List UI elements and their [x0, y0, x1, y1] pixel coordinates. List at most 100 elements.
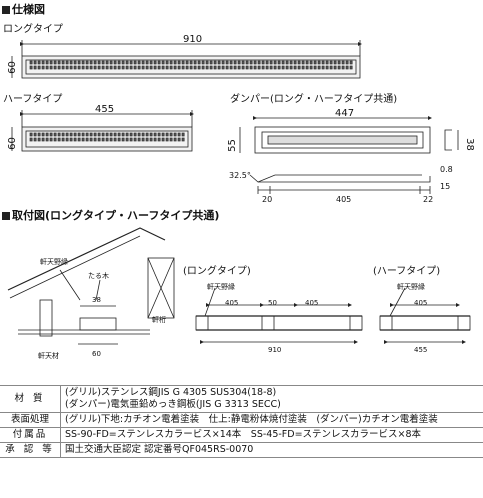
grille-slot — [157, 60, 161, 65]
spec-value: (グリル)ステンレス鋼JIS G 4305 SUS304(18-8) (ダンパー… — [60, 385, 483, 413]
grille-slot — [97, 132, 101, 137]
grille-slot — [153, 132, 157, 137]
damper-side-view — [444, 129, 452, 151]
grille-slot — [173, 65, 177, 70]
grille-slot — [217, 65, 221, 70]
square-bullet-icon — [2, 6, 10, 14]
grille-slot — [49, 137, 53, 142]
grille-slot — [141, 60, 145, 65]
grille-slot — [169, 132, 173, 137]
grille-slot — [321, 65, 325, 70]
grille-slot — [97, 60, 101, 65]
grille-slot — [165, 60, 169, 65]
long-type-label: ロングタイプ — [3, 24, 63, 35]
grille-slot — [37, 65, 41, 70]
grille-slot — [273, 65, 277, 70]
grille-slot — [157, 132, 161, 137]
grille-slot — [341, 65, 345, 70]
grille-slot — [185, 60, 189, 65]
grille-slot — [133, 132, 137, 137]
grille-slot — [273, 60, 277, 65]
spec-key: 表面処理 — [0, 412, 61, 428]
grille-slot — [61, 65, 65, 70]
grille-slot — [137, 137, 141, 142]
grille-slot — [61, 60, 65, 65]
grille-slot — [181, 60, 185, 65]
grille-slot — [45, 132, 49, 137]
grille-slot — [309, 60, 313, 65]
grille-slot — [125, 132, 129, 137]
grille-slot — [53, 132, 57, 137]
grille-slot — [149, 137, 153, 142]
install-half-eaves: 軒天野縁 — [397, 283, 425, 291]
grille-slot — [289, 60, 293, 65]
grille-slot — [65, 65, 69, 70]
spec-table: 材 質 (グリル)ステンレス鋼JIS G 4305 SUS304(18-8) (… — [0, 385, 483, 458]
damper-mid-dim: 405 — [336, 195, 352, 204]
damper-label: ダンパー(ロング・ハーフタイプ共通) — [230, 94, 398, 105]
grille-slot — [177, 60, 181, 65]
grille-slot — [73, 132, 77, 137]
grille-slot — [329, 60, 333, 65]
grille-slot — [85, 60, 89, 65]
grille-slot — [29, 132, 33, 137]
grille-slot — [69, 137, 73, 142]
grille-slot — [121, 65, 125, 70]
grille-slot — [157, 137, 161, 142]
square-bullet-icon — [2, 212, 10, 220]
grille-slot — [33, 132, 37, 137]
grille-slot — [161, 60, 165, 65]
grille-slot — [93, 60, 97, 65]
grille-slot — [185, 65, 189, 70]
grille-slot — [269, 65, 273, 70]
grille-slot — [85, 137, 89, 142]
grille-slot — [109, 137, 113, 142]
grille-slot — [289, 65, 293, 70]
grille-slot — [161, 137, 165, 142]
grille-slot — [113, 137, 117, 142]
grille-slot — [297, 60, 301, 65]
grille-slot — [85, 132, 89, 137]
grille-slot — [33, 137, 37, 142]
grille-slot — [121, 132, 125, 137]
grille-slot — [93, 132, 97, 137]
long-grille-slots — [29, 60, 353, 70]
grille-slot — [337, 65, 341, 70]
install-half-total: 455 — [414, 346, 428, 354]
grille-slot — [61, 132, 65, 137]
grille-slot — [133, 65, 137, 70]
grille-slot — [41, 65, 45, 70]
damper-thickness-2: 15 — [440, 182, 451, 191]
grille-slot — [93, 65, 97, 70]
half-grille-slots — [29, 132, 185, 142]
grille-slot — [89, 65, 93, 70]
grille-slot — [149, 65, 153, 70]
grille-slot — [105, 137, 109, 142]
grille-slot — [265, 65, 269, 70]
dim-38: 38 — [92, 296, 101, 304]
grille-slot — [109, 65, 113, 70]
grille-slot — [181, 132, 185, 137]
damper-section — [249, 174, 431, 183]
grille-slot — [241, 60, 245, 65]
grille-slot — [345, 65, 349, 70]
grille-slot — [245, 60, 249, 65]
grille-slot — [209, 60, 213, 65]
spec-section-title: 仕様図 — [2, 4, 45, 16]
grille-slot — [213, 60, 217, 65]
grille-slot — [281, 60, 285, 65]
grille-slot — [89, 132, 93, 137]
grille-slot — [45, 137, 49, 142]
grille-slot — [73, 137, 77, 142]
grille-in-soffit — [79, 317, 117, 331]
grille-slot — [189, 60, 193, 65]
label-rafter: たる木 — [88, 272, 109, 280]
grille-slot — [313, 65, 317, 70]
grille-slot — [121, 60, 125, 65]
grille-slot — [57, 132, 61, 137]
grille-slot — [189, 65, 193, 70]
grille-slot — [141, 132, 145, 137]
grille-slot — [121, 137, 125, 142]
grille-slot — [45, 65, 49, 70]
grille-slot — [41, 132, 45, 137]
